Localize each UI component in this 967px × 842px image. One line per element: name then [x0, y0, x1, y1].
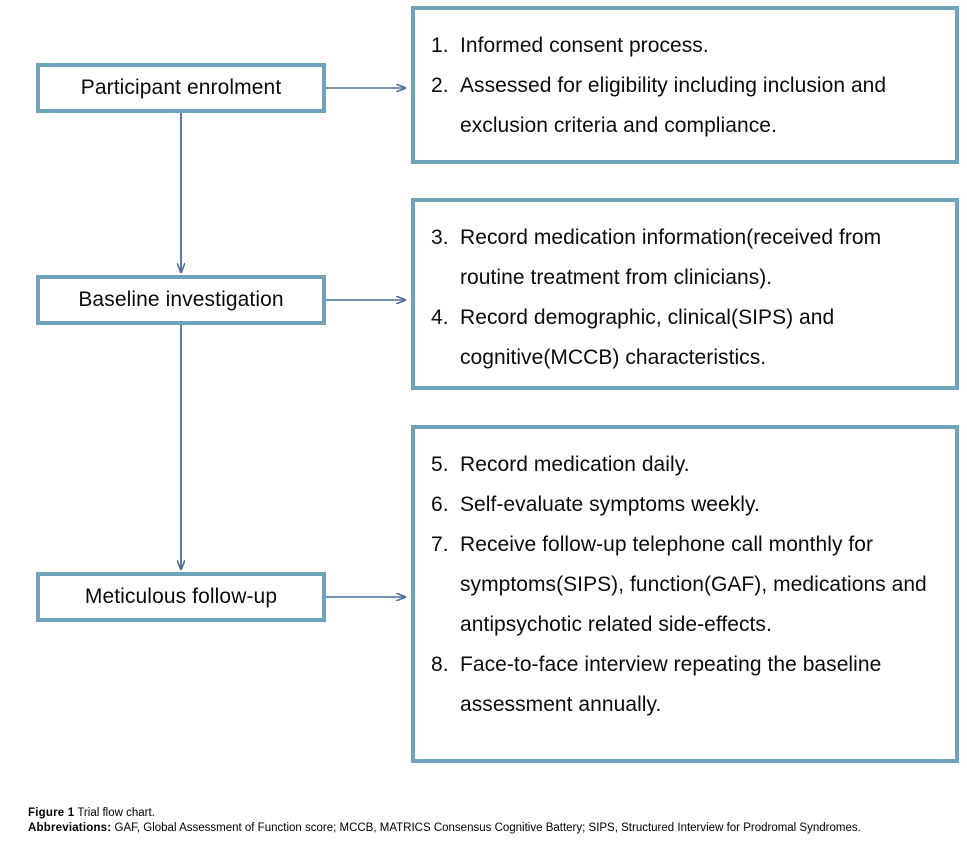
- list-item-number: 2.: [431, 74, 449, 97]
- caption-abbreviations-label: Abbreviations:: [28, 822, 112, 834]
- stage-box-baseline-investigation[interactable]: Baseline investigation: [36, 275, 326, 325]
- detail-box-followup: 5. Record medication daily. 6. Self-eval…: [411, 425, 959, 763]
- list-item: 8. Face-to-face interview repeating the …: [431, 645, 937, 725]
- list-item-number: 5.: [431, 453, 449, 476]
- stage-label-baseline-investigation: Baseline investigation: [78, 288, 284, 312]
- list-item-text: Record medication information(received f…: [460, 226, 882, 289]
- list-item-text: Assessed for eligibility including inclu…: [460, 74, 887, 137]
- list-item-text: Face-to-face interview repeating the bas…: [460, 653, 882, 716]
- caption-abbreviations-text: GAF, Global Assessment of Function score…: [111, 822, 861, 834]
- caption-figure-text: Trial flow chart.: [74, 807, 155, 819]
- stage-box-meticulous-follow-up[interactable]: Meticulous follow-up: [36, 572, 326, 622]
- list-item: 2. Assessed for eligibility including in…: [431, 66, 937, 146]
- list-item-number: 7.: [431, 533, 449, 556]
- list-item-number: 8.: [431, 653, 449, 676]
- list-item: 6. Self-evaluate symptoms weekly.: [431, 485, 937, 525]
- list-item: 3. Record medication information(receive…: [431, 218, 937, 298]
- detail-list-followup: 5. Record medication daily. 6. Self-eval…: [431, 445, 937, 725]
- list-item: 7. Receive follow-up telephone call mont…: [431, 525, 937, 645]
- list-item: 4. Record demographic, clinical(SIPS) an…: [431, 298, 937, 378]
- list-item-number: 3.: [431, 226, 449, 249]
- list-item-number: 6.: [431, 493, 449, 516]
- list-item-text: Record medication daily.: [460, 453, 690, 476]
- caption-abbreviations-line: Abbreviations: GAF, Global Assessment of…: [28, 821, 953, 836]
- figure-caption: Figure 1 Trial flow chart. Abbreviations…: [28, 806, 953, 836]
- list-item-number: 4.: [431, 306, 449, 329]
- detail-box-baseline: 3. Record medication information(receive…: [411, 198, 959, 390]
- list-item-text: Receive follow-up telephone call monthly…: [460, 533, 927, 636]
- stage-label-meticulous-follow-up: Meticulous follow-up: [84, 585, 278, 609]
- detail-box-enrolment: 1. Informed consent process. 2. Assessed…: [411, 6, 959, 164]
- list-item: 5. Record medication daily.: [431, 445, 937, 485]
- stage-box-participant-enrolment[interactable]: Participant enrolment: [36, 63, 326, 113]
- caption-figure-label: Figure 1: [28, 807, 75, 819]
- list-item-text: Informed consent process.: [460, 34, 709, 57]
- caption-figure-line: Figure 1 Trial flow chart.: [28, 806, 953, 821]
- list-item-text: Self-evaluate symptoms weekly.: [460, 493, 760, 516]
- list-item-number: 1.: [431, 34, 449, 57]
- detail-list-baseline: 3. Record medication information(receive…: [431, 218, 937, 378]
- detail-list-enrolment: 1. Informed consent process. 2. Assessed…: [431, 26, 937, 146]
- stage-label-participant-enrolment: Participant enrolment: [80, 76, 282, 100]
- list-item-text: Record demographic, clinical(SIPS) and c…: [460, 306, 835, 369]
- list-item: 1. Informed consent process.: [431, 26, 937, 66]
